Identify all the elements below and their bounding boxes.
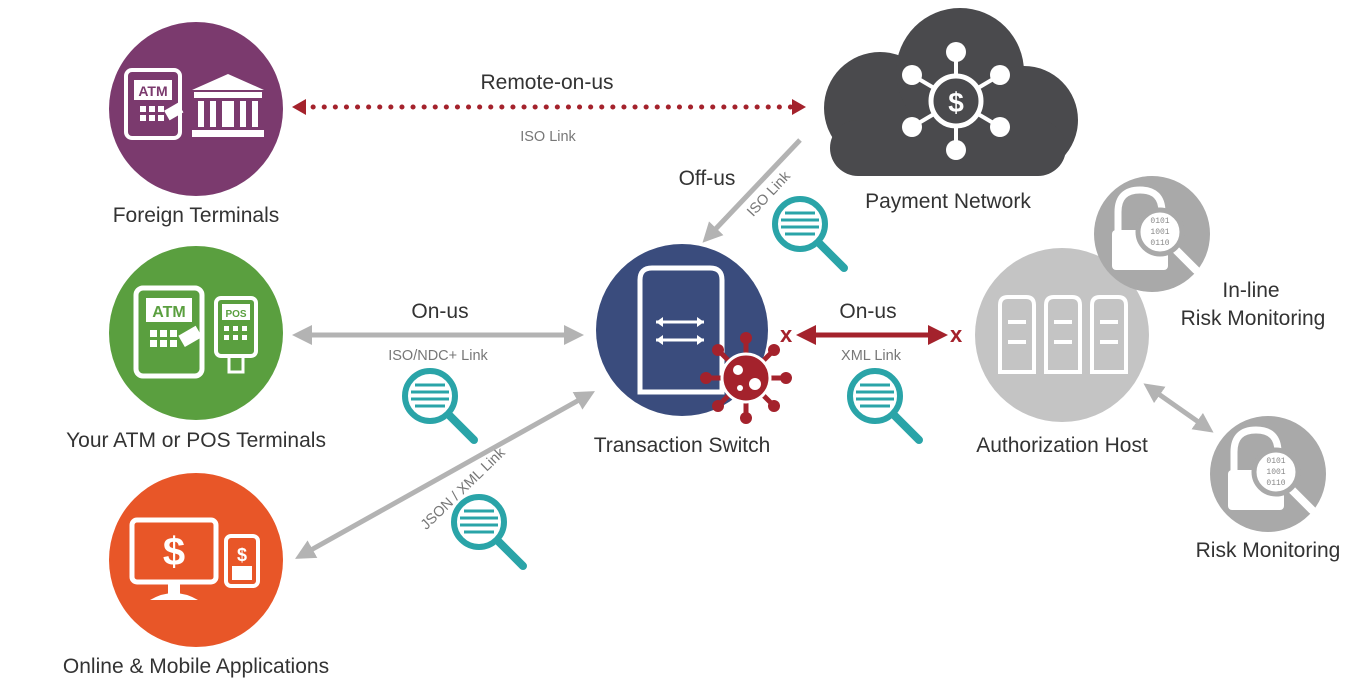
binary-magnifier-icon: 0101 1001 0110 <box>1135 207 1200 274</box>
svg-text:1001: 1001 <box>1150 228 1169 237</box>
switch-server-icon <box>637 265 725 395</box>
svg-text:$: $ <box>163 530 185 574</box>
label-inline-risk-line2: Risk Monitoring <box>1181 307 1326 330</box>
label-online-mobile: Online & Mobile Applications <box>63 655 329 678</box>
label-foreign-terminals: Foreign Terminals <box>113 204 280 227</box>
svg-text:1001: 1001 <box>1266 468 1285 477</box>
binary-magnifier-icon: 0101 1001 0110 <box>1251 447 1316 514</box>
svg-text:POS: POS <box>225 309 246 320</box>
computer-monitor-icon: $ <box>129 517 219 600</box>
label-payment-network: Payment Network <box>865 190 1031 213</box>
label-remote-on-us: Remote-on-us <box>480 71 613 94</box>
inspection-magnifier-icon <box>454 497 523 566</box>
node-risk-monitoring: 0101 1001 0110 <box>1210 416 1326 532</box>
mobile-phone-icon: $ <box>224 534 260 588</box>
inspection-magnifier-icon <box>405 371 474 440</box>
connector-remote-on-us <box>292 99 806 115</box>
node-your-terminals: ATM POS <box>109 246 283 420</box>
svg-text:0110: 0110 <box>1266 479 1285 488</box>
payment-network-hub-icon: $ <box>902 42 1010 160</box>
atm-icon: ATM <box>133 285 205 379</box>
inspection-magnifier-icon <box>850 371 919 440</box>
blocked-x-right: x <box>950 322 963 347</box>
label-remote-on-us-link: ISO Link <box>520 129 576 145</box>
node-foreign-terminals: ATM <box>109 22 283 196</box>
inspection-magnifier-icon <box>775 199 844 268</box>
svg-text:ATM: ATM <box>152 304 185 321</box>
svg-text:ATM: ATM <box>138 83 167 99</box>
label-off-us: Off-us <box>679 167 736 190</box>
node-payment-network: $ <box>824 8 1078 176</box>
node-online-mobile: $ $ <box>109 473 283 647</box>
svg-text:$: $ <box>237 545 247 565</box>
bank-icon <box>192 74 264 137</box>
label-your-terminals: Your ATM or POS Terminals <box>66 429 326 452</box>
cloud-icon <box>824 8 1078 176</box>
label-on-us-host: On-us <box>839 300 896 323</box>
svg-text:0101: 0101 <box>1266 457 1285 466</box>
svg-text:0110: 0110 <box>1150 239 1169 248</box>
blocked-x-left: x <box>780 322 793 347</box>
svg-text:$: $ <box>948 87 964 118</box>
connector-off-us <box>702 138 802 243</box>
pos-terminal-icon: POS <box>214 296 258 374</box>
svg-text:0101: 0101 <box>1150 217 1169 226</box>
label-on-us-terminals-link: ISO/NDC+ Link <box>388 348 488 364</box>
connector-risk-monitoring <box>1143 383 1214 433</box>
node-authorization-host <box>975 248 1149 422</box>
label-inline-risk-line1: In-line <box>1222 279 1279 302</box>
node-transaction-switch <box>596 244 792 424</box>
label-on-us-host-link: XML Link <box>841 348 902 364</box>
label-authorization-host: Authorization Host <box>976 434 1148 457</box>
label-on-us-terminals: On-us <box>411 300 468 323</box>
server-rack-icon <box>998 295 1128 374</box>
threat-virus-icon <box>700 332 792 424</box>
atm-icon: ATM <box>124 68 184 140</box>
node-inline-risk-monitoring: 0101 1001 0110 <box>1094 176 1210 292</box>
label-transaction-switch: Transaction Switch <box>594 434 771 457</box>
connector-online <box>295 391 595 559</box>
label-risk-monitoring: Risk Monitoring <box>1196 539 1341 562</box>
